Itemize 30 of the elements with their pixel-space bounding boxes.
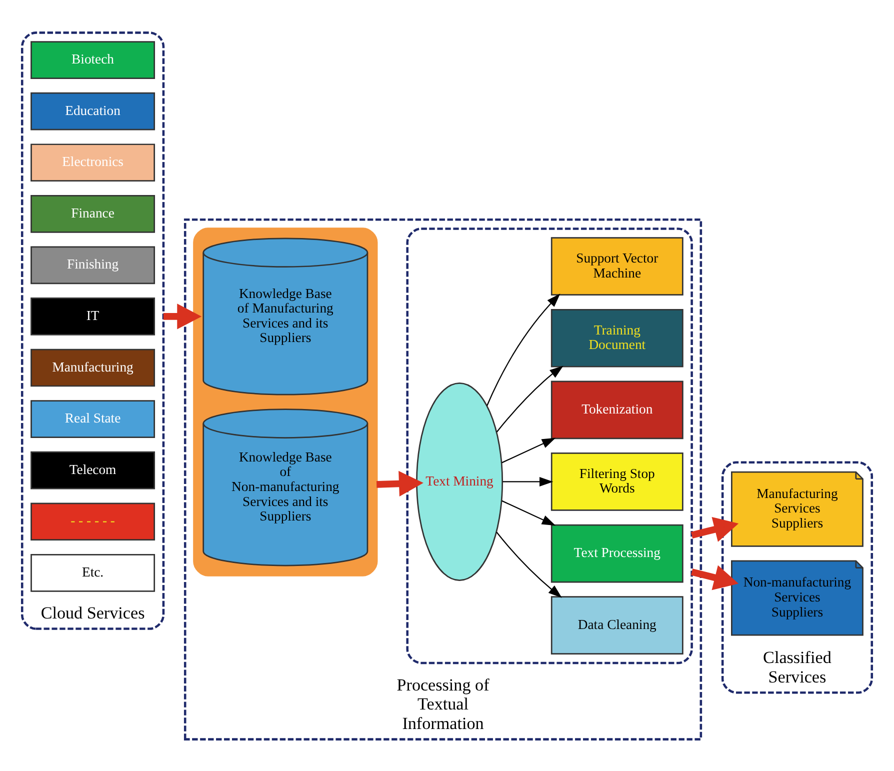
- node-box: Etc.: [30, 554, 156, 592]
- node-box: Real State: [30, 400, 156, 438]
- node-box: Electronics: [30, 143, 156, 182]
- node-box: Data Cleaning: [550, 596, 684, 654]
- node-box: Manufacturing: [30, 348, 156, 386]
- node-box: Finishing: [30, 246, 156, 284]
- node-ellipse: Text Mining: [416, 382, 504, 581]
- arrow: [376, 470, 424, 496]
- arrow: [502, 500, 556, 526]
- node-box: Finance: [30, 194, 156, 232]
- arrow: [502, 476, 554, 486]
- node-box: Text Processing: [550, 524, 684, 582]
- arrow: [486, 293, 560, 406]
- node-box: IT: [30, 297, 156, 335]
- arrow: [496, 365, 564, 432]
- arrow: [496, 531, 562, 598]
- node-box: - - - - - -: [30, 502, 156, 540]
- node-box: Telecom: [30, 450, 156, 489]
- node-box: Tokenization: [550, 380, 684, 439]
- node-box: Biotech: [30, 40, 156, 78]
- arrow: [690, 516, 739, 542]
- node-box: Education: [30, 92, 156, 130]
- arrow: [502, 437, 556, 463]
- cluster: [193, 227, 378, 576]
- arrow: [690, 564, 739, 590]
- node-box: Filtering Stop Words: [550, 452, 684, 510]
- cluster: [406, 227, 693, 664]
- node-box: Support Vector Machine: [550, 236, 684, 295]
- arrow: [163, 303, 202, 329]
- node-box: Training Document: [550, 308, 684, 367]
